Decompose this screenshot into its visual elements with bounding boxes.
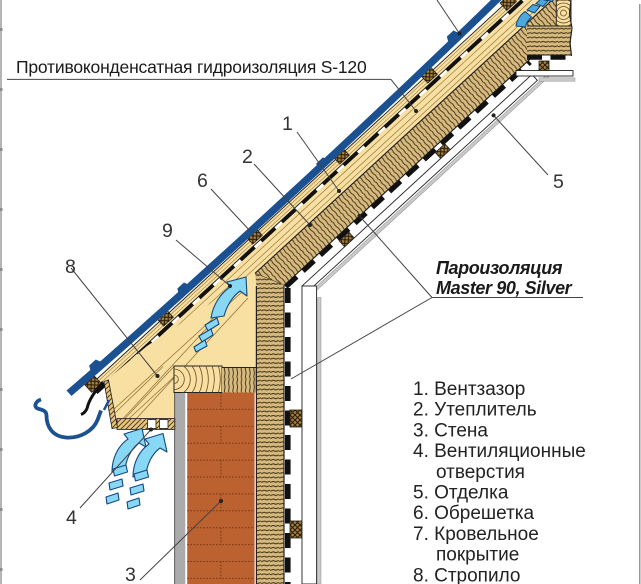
svg-text:3. Стена: 3. Стена	[413, 420, 488, 441]
svg-text:4. Вентиляционные: 4. Вентиляционные	[413, 441, 586, 462]
svg-text:6: 6	[197, 170, 208, 192]
svg-text:8: 8	[65, 256, 76, 278]
svg-text:1: 1	[282, 113, 293, 135]
svg-text:Master 90, Silver: Master 90, Silver	[436, 278, 573, 298]
svg-text:7. Кровельное: 7. Кровельное	[413, 524, 539, 545]
svg-text:4: 4	[66, 507, 77, 529]
svg-text:1. Вентзазор: 1. Вентзазор	[413, 379, 525, 400]
svg-text:5. Отделка: 5. Отделка	[413, 483, 509, 504]
svg-text:3: 3	[125, 564, 136, 584]
svg-text:6. Обрешетка: 6. Обрешетка	[413, 503, 535, 524]
svg-text:2: 2	[242, 146, 253, 168]
svg-text:Противоконденсатная гидроизоля: Противоконденсатная гидроизоляция S-120	[16, 57, 367, 77]
svg-text:покрытие: покрытие	[436, 545, 519, 566]
svg-text:8. Стропило: 8. Стропило	[413, 565, 520, 584]
svg-text:2. Утеплитель: 2. Утеплитель	[413, 400, 537, 421]
svg-text:9: 9	[162, 220, 173, 242]
svg-text:5: 5	[553, 171, 564, 193]
svg-text:отверстия: отверстия	[436, 462, 525, 483]
svg-text:Пароизоляция: Пароизоляция	[436, 258, 563, 278]
